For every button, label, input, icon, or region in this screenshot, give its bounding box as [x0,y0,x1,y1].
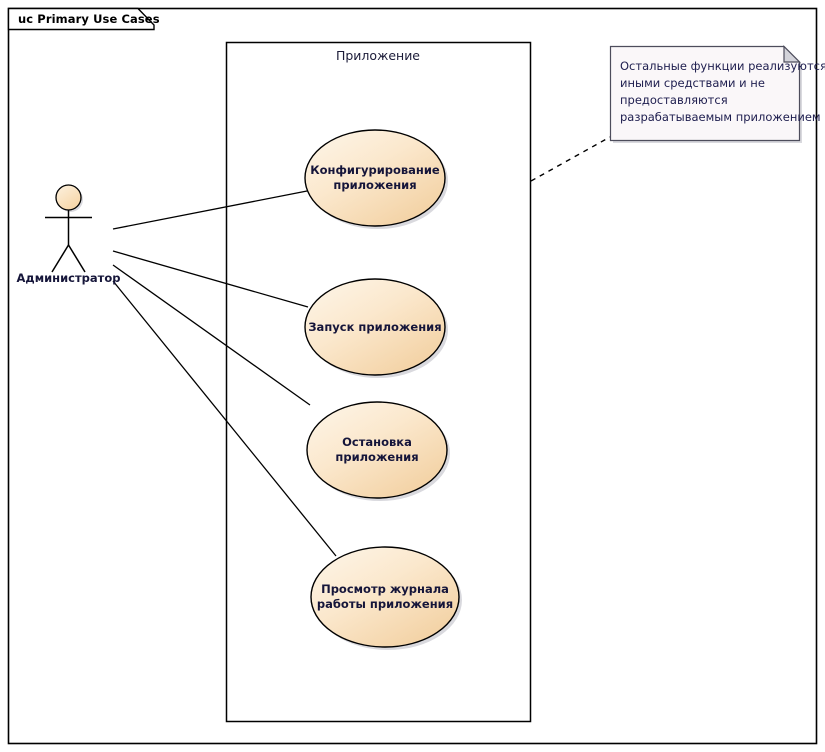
note-other-functions[interactable]: Остальные функции реализуются иными сред… [609,45,825,144]
note-text-line4: разрабатываемым приложением [620,110,821,124]
note-text-line1: Остальные функции реализуются [620,59,825,73]
note-text-line3: предоставляются [620,93,728,107]
use-case-stop[interactable]: Остановка приложения [306,401,450,501]
diagram-title-label: uc Primary Use Cases [18,12,160,26]
use-case-stop-label-line2: приложения [335,450,418,464]
assoc-admin-stop[interactable] [112,264,311,406]
note-box[interactable] [609,45,801,142]
use-case-configure-ellipse[interactable] [304,129,446,227]
use-case-start[interactable]: Запуск приложения [304,278,448,378]
actor-head-icon [55,184,82,211]
note-folded-corner-icon [783,45,801,63]
use-case-stop-label-line1: Остановка [342,435,412,449]
actor-label-administrator: Администратор [17,271,121,285]
assoc-admin-start[interactable] [112,250,309,308]
use-case-stop-ellipse[interactable] [306,401,448,499]
diagram-frame-border [7,7,818,745]
assoc-admin-log[interactable] [112,280,337,557]
use-case-start-ellipse[interactable] [304,278,446,376]
system-boundary[interactable]: Приложение [225,41,532,723]
use-case-start-label-line1: Запуск приложения [308,320,441,334]
system-boundary-border[interactable] [225,41,532,723]
diagram-frame: uc Primary Use Cases [7,7,818,745]
actor-leg-right [67,244,86,273]
association-lines [112,190,337,557]
system-boundary-label: Приложение [336,48,420,63]
use-case-configure-label-line1: Конфигурирование [310,163,440,177]
actor-leg-left [51,244,70,273]
assoc-admin-configure[interactable] [112,190,308,230]
actor-administrator[interactable]: Администратор [17,184,121,285]
use-case-log-ellipse[interactable] [310,546,460,648]
use-case-log-label-line2: работы приложения [317,597,453,611]
use-case-log[interactable]: Просмотр журнала работы приложения [310,546,462,650]
diagram-frame-tab [7,7,155,31]
note-text-line2: иными средствами и не [620,76,765,90]
use-case-log-label-line1: Просмотр журнала [321,582,449,596]
use-case-configure-label-line2: приложения [333,178,416,192]
use-case-configure[interactable]: Конфигурирование приложения [304,129,448,229]
note-anchor-dashed-line[interactable] [530,136,611,182]
